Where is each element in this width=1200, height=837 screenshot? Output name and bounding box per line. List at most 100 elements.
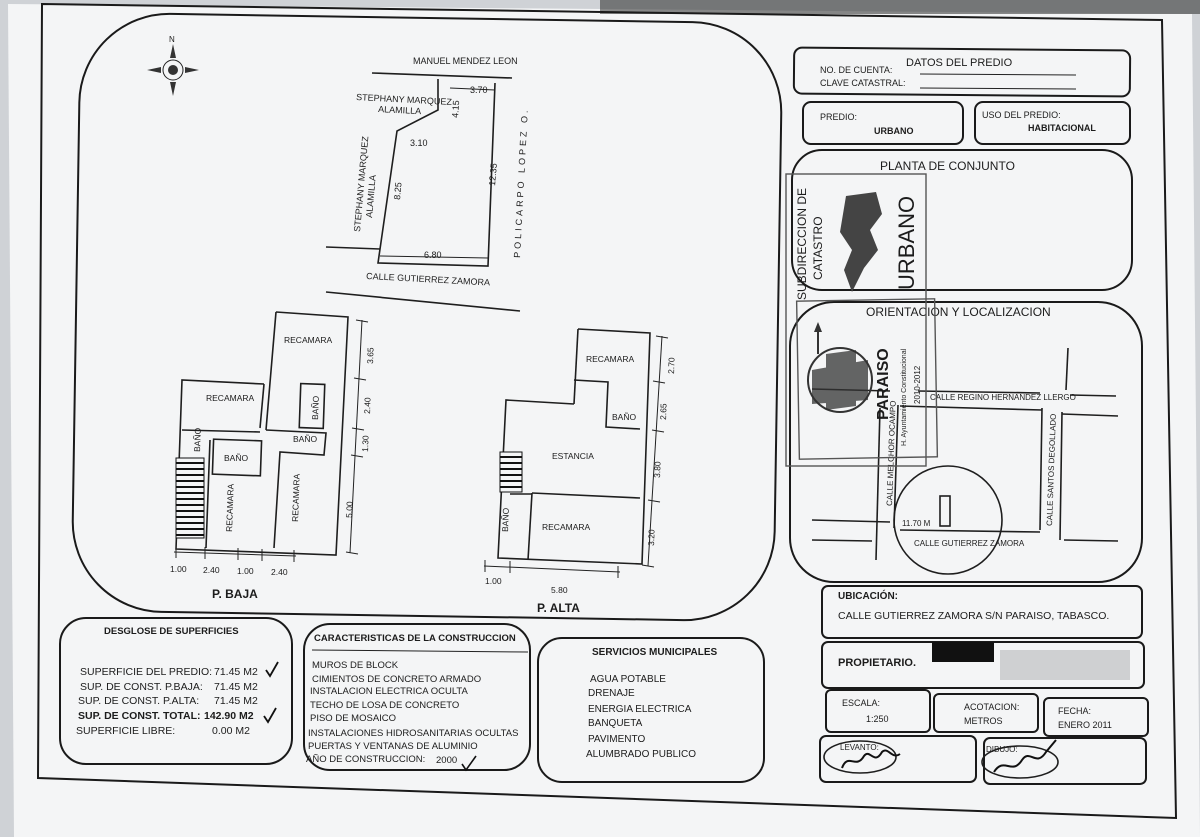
baja-bano-right: BAÑO	[310, 395, 321, 420]
alta-recamara-top: RECAMARA	[586, 354, 635, 364]
top-redaction	[600, 0, 1200, 14]
superficies-box: DESGLOSE DE SUPERFICIES SUPERFICIE DEL P…	[59, 617, 293, 765]
stamp-catastro-1: SUBDIRECCION DE	[795, 188, 809, 300]
dim-left: 8.25	[392, 182, 403, 200]
levanto-signature-icon	[841, 749, 901, 769]
serv-item-6: ALUMBRADO PUBLICO	[586, 749, 696, 760]
servicios-box: SERVICIOS MUNICIPALES AGUA POTABLE DRENA…	[537, 637, 765, 783]
baja-dim-r4: 5.00	[344, 501, 355, 518]
clave-label: CLAVE CATASTRAL:	[820, 78, 906, 88]
acotacion-label: ACOTACION:	[964, 702, 1019, 712]
orientacion-box: ORIENTACION Y LOCALIZACION CALLE REGINO …	[789, 301, 1143, 583]
plan-alta: RECAMARA BAÑO ESTANCIA RECAMARA BAÑO 2.7…	[483, 328, 677, 615]
sup-row-4-value: 142.90 M2	[204, 710, 254, 722]
dim-notch-v: 4.15	[450, 100, 461, 118]
compass-north-label: N	[169, 35, 175, 44]
cuenta-label: NO. DE CUENTA:	[820, 65, 892, 75]
lot-marker	[939, 495, 951, 527]
predio-label: PREDIO:	[820, 112, 857, 122]
sup-row-4-label: SUP. DE CONST. TOTAL:	[78, 710, 201, 722]
stamp-ayuntamiento: H. Ayuntamiento Constitucional	[901, 348, 908, 446]
serv-item-5: PAVIMENTO	[588, 734, 645, 745]
baja-dim-r2: 2.40	[362, 397, 373, 414]
alta-bano: BAÑO	[612, 412, 636, 422]
ubicacion-value: CALLE GUTIERREZ ZAMORA S/N PARAISO, TABA…	[838, 610, 1109, 622]
acotacion-value: METROS	[964, 716, 1003, 726]
predio-value: URBANO	[874, 126, 914, 136]
stamp-catastro-2: CATASTRO	[811, 216, 825, 280]
alta-dim-r1: 2.70	[666, 357, 677, 374]
plan-baja: RECAMARA RECAMARA BAÑO BAÑO RECAMARA BAÑ…	[170, 311, 376, 601]
car-item-6: INSTALACIONES HIDROSANITARIAS OCULTAS	[308, 728, 518, 739]
catastro-stamp: SUBDIRECCION DE CATASTRO URBANO PARAISO …	[785, 173, 939, 467]
baja-bano-inner: BAÑO	[224, 453, 248, 463]
baja-dim-r3: 1.30	[360, 435, 371, 452]
firma-dibujo-box: DIBUJO:	[981, 737, 1147, 785]
alta-recamara-bottom: RECAMARA	[542, 522, 591, 532]
sup-row-1-label: SUPERFICIE DEL PREDIO:	[80, 666, 212, 678]
fecha-value: ENERO 2011	[1058, 720, 1112, 730]
car-item-1: MUROS DE BLOCK	[312, 660, 399, 671]
check-mark-icon	[265, 661, 279, 678]
location-circle	[893, 465, 1003, 575]
planta-conjunto-box: PLANTA DE CONJUNTO	[791, 149, 1133, 291]
caracteristicas-box: CARACTERISTICAS DE LA CONSTRUCCION MUROS…	[303, 623, 531, 772]
stamp-paraiso: PARAISO	[875, 348, 892, 420]
outer-frame	[36, 2, 1178, 820]
orientacion-title: ORIENTACION Y LOCALIZACION	[866, 305, 1051, 319]
fecha-box: FECHA: ENERO 2011	[1043, 697, 1149, 737]
car-item-2: CIMIENTOS DE CONCRETO ARMADO	[312, 674, 481, 685]
alta-dim-r4: 3.20	[646, 529, 657, 546]
escala-value: 1:250	[866, 714, 889, 724]
neighbor-top: MANUEL MENDEZ LEON	[413, 56, 518, 66]
acotacion-box: ACOTACION: METROS	[933, 693, 1039, 733]
escala-box: ESCALA: 1:250	[825, 689, 931, 733]
alta-title: P. ALTA	[537, 601, 580, 615]
street-left: CALLE MELCHOR OCAMPO	[885, 400, 898, 506]
dibujo-signature-icon	[993, 739, 1057, 773]
year-label: AÑO DE CONSTRUCCION:	[306, 754, 425, 765]
sup-row-3-label: SUP. DE CONST. P.ALTA:	[78, 695, 199, 707]
baja-bano-left: BAÑO	[192, 427, 203, 452]
paraiso-seal-icon	[807, 322, 873, 413]
predio-tipo-box: PREDIO: URBANO USO DEL PREDIO: HABITACIO…	[802, 101, 1131, 145]
baja-dim-b4: 2.40	[271, 567, 288, 577]
street-right: CALLE SANTOS DEGOLLADO	[1045, 413, 1058, 526]
distance-label: 11.70 M	[902, 519, 931, 528]
car-item-5: PISO DE MOSAICO	[310, 713, 396, 724]
serv-item-2: DRENAJE	[588, 688, 635, 699]
dim-top: 3.70	[470, 85, 488, 95]
baja-dim-b2: 2.40	[203, 565, 220, 575]
serv-item-4: BANQUETA	[588, 718, 643, 729]
baja-recamara-left: RECAMARA	[206, 393, 255, 403]
sup-row-1-value: 71.45 M2	[214, 666, 258, 678]
levanto-label: LEVANTO:	[840, 743, 879, 752]
check-mark-icon-3	[461, 755, 477, 772]
alta-estancia: ESTANCIA	[552, 451, 594, 461]
alta-dim-r3: 3.80	[652, 461, 663, 478]
sup-row-3-value: 71.45 M2	[214, 695, 258, 707]
baja-dim-b3: 1.00	[237, 566, 254, 576]
baja-recamara-inner: RECAMARA	[224, 483, 236, 532]
baja-title: P. BAJA	[212, 587, 258, 601]
alta-dim-r2: 2.65	[658, 403, 669, 420]
owner-redaction	[932, 642, 994, 662]
street-top: CALLE REGINO HERNANDEZ LLERGO	[930, 393, 1076, 402]
baja-recamara-right: RECAMARA	[290, 473, 302, 522]
dim-right: 12.35	[487, 163, 499, 186]
car-item-4: TECHO DE LOSA DE CONCRETO	[310, 700, 459, 711]
neighbor-left-2: ALAMILLA	[364, 174, 378, 218]
propietario-box: PROPIETARIO.	[821, 641, 1145, 689]
baja-bano-mid: BAÑO	[293, 434, 317, 444]
baja-dim-b1: 1.00	[170, 564, 187, 574]
caracteristicas-title: CARACTERISTICAS DE LA CONSTRUCCION	[314, 633, 516, 644]
dim-notch-h: 3.10	[410, 138, 428, 148]
car-item-7: PUERTAS Y VENTANAS DE ALUMINIO	[308, 741, 478, 752]
uso-label: USO DEL PREDIO:	[982, 110, 1061, 120]
check-mark-icon-2	[263, 707, 277, 724]
fecha-label: FECHA:	[1058, 706, 1091, 716]
compass-icon: N	[147, 35, 199, 96]
stamp-period: 2010-2012	[913, 365, 922, 404]
predio-title: DATOS DEL PREDIO	[906, 57, 1013, 69]
stamp-urbano: URBANO	[894, 196, 919, 290]
